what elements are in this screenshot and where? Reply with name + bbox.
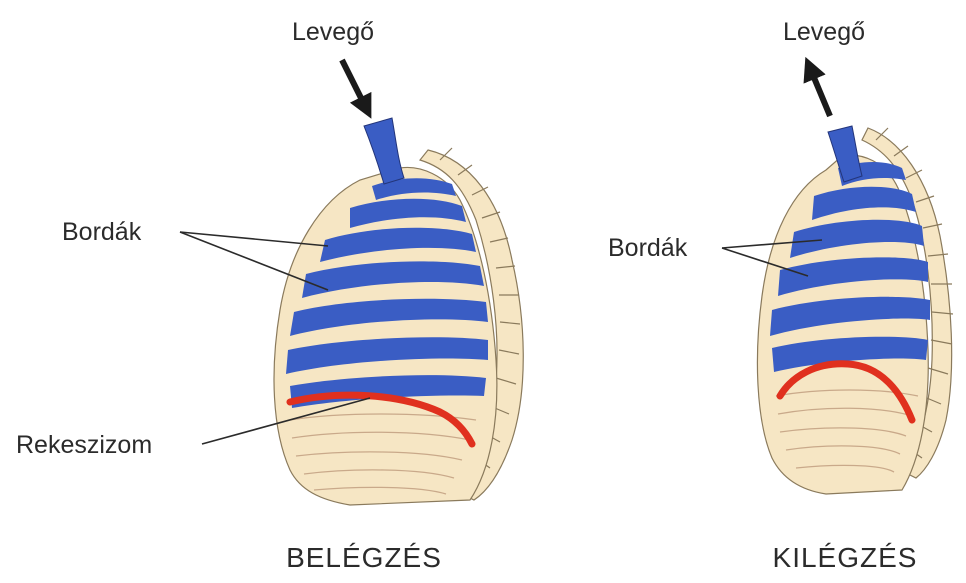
inhale-air-label: Levegő xyxy=(292,18,374,46)
exhale-caption: KILÉGZÉS xyxy=(773,542,918,573)
inhale-air-arrow-icon xyxy=(342,60,366,108)
inhale-panel: Levegő xyxy=(16,18,523,573)
inhale-trachea xyxy=(364,118,404,184)
exhale-ribs-label: Bordák xyxy=(608,234,688,262)
inhale-diaphragm-label: Rekeszizom xyxy=(16,431,152,459)
inhale-ribs-label: Bordák xyxy=(62,218,142,246)
exhale-air-label: Levegő xyxy=(783,18,865,46)
inhale-caption: BELÉGZÉS xyxy=(286,542,442,573)
exhale-panel: Levegő xyxy=(608,18,953,573)
exhale-air-arrow-icon xyxy=(810,68,830,116)
